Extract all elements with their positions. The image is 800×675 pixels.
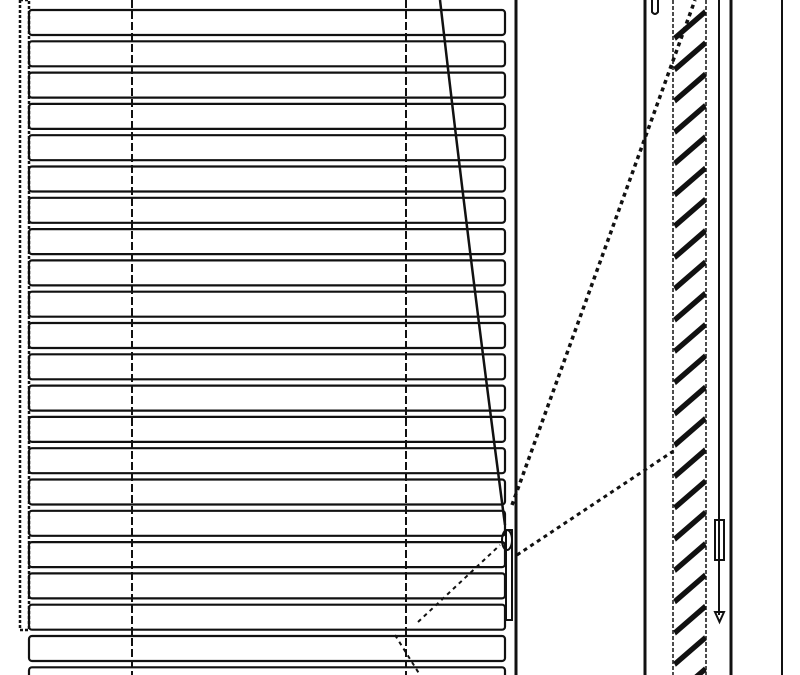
slat xyxy=(27,321,507,350)
side-slat xyxy=(673,416,707,448)
cord-tassel xyxy=(714,519,725,561)
projection-lines xyxy=(394,0,697,675)
side-slats xyxy=(673,9,707,675)
side-slat xyxy=(673,9,707,41)
slat xyxy=(27,165,507,193)
slat xyxy=(27,71,507,99)
slat xyxy=(27,353,507,381)
slat xyxy=(27,572,507,600)
side-slat xyxy=(673,165,707,198)
slat xyxy=(27,259,507,287)
left-side-rail xyxy=(18,0,31,632)
slat xyxy=(27,415,507,443)
slat xyxy=(27,634,507,663)
side-slat xyxy=(673,228,707,260)
side-slat xyxy=(673,71,707,104)
side-slat xyxy=(673,353,707,386)
side-slat xyxy=(673,259,707,292)
slat xyxy=(27,196,507,224)
slat xyxy=(27,384,507,412)
side-slat xyxy=(673,384,707,417)
projection-line-bottom xyxy=(394,634,421,675)
side-slat xyxy=(673,635,707,667)
side-slat xyxy=(694,666,707,675)
slat xyxy=(27,40,507,68)
slat xyxy=(27,603,507,631)
side-slat xyxy=(673,603,707,636)
projection-line-upper xyxy=(510,0,697,506)
side-slat xyxy=(673,447,707,479)
slat xyxy=(27,8,507,37)
projection-line-slat xyxy=(417,544,501,623)
front-view xyxy=(18,0,518,675)
side-slat xyxy=(673,290,707,323)
side-slat xyxy=(673,103,707,135)
side-slat xyxy=(673,322,707,354)
slat xyxy=(27,540,507,569)
slat xyxy=(27,447,507,475)
slat xyxy=(27,666,507,675)
lift-cord xyxy=(438,0,507,526)
top-hook xyxy=(651,0,659,15)
projection-line-lower xyxy=(516,448,676,557)
side-slat xyxy=(673,541,707,573)
slat xyxy=(27,102,507,131)
slat xyxy=(27,228,507,256)
cord-knob xyxy=(501,529,513,551)
slat xyxy=(27,478,507,506)
slat xyxy=(27,509,507,537)
side-slat xyxy=(673,134,707,166)
side-view xyxy=(643,0,783,675)
cord-weight xyxy=(713,611,726,625)
side-slat xyxy=(673,510,707,542)
side-slat xyxy=(673,197,707,229)
side-slat xyxy=(673,572,707,605)
front-slats xyxy=(27,8,507,675)
side-slat xyxy=(673,40,707,73)
slat xyxy=(27,290,507,318)
slat xyxy=(27,134,507,162)
side-slat xyxy=(673,478,707,511)
